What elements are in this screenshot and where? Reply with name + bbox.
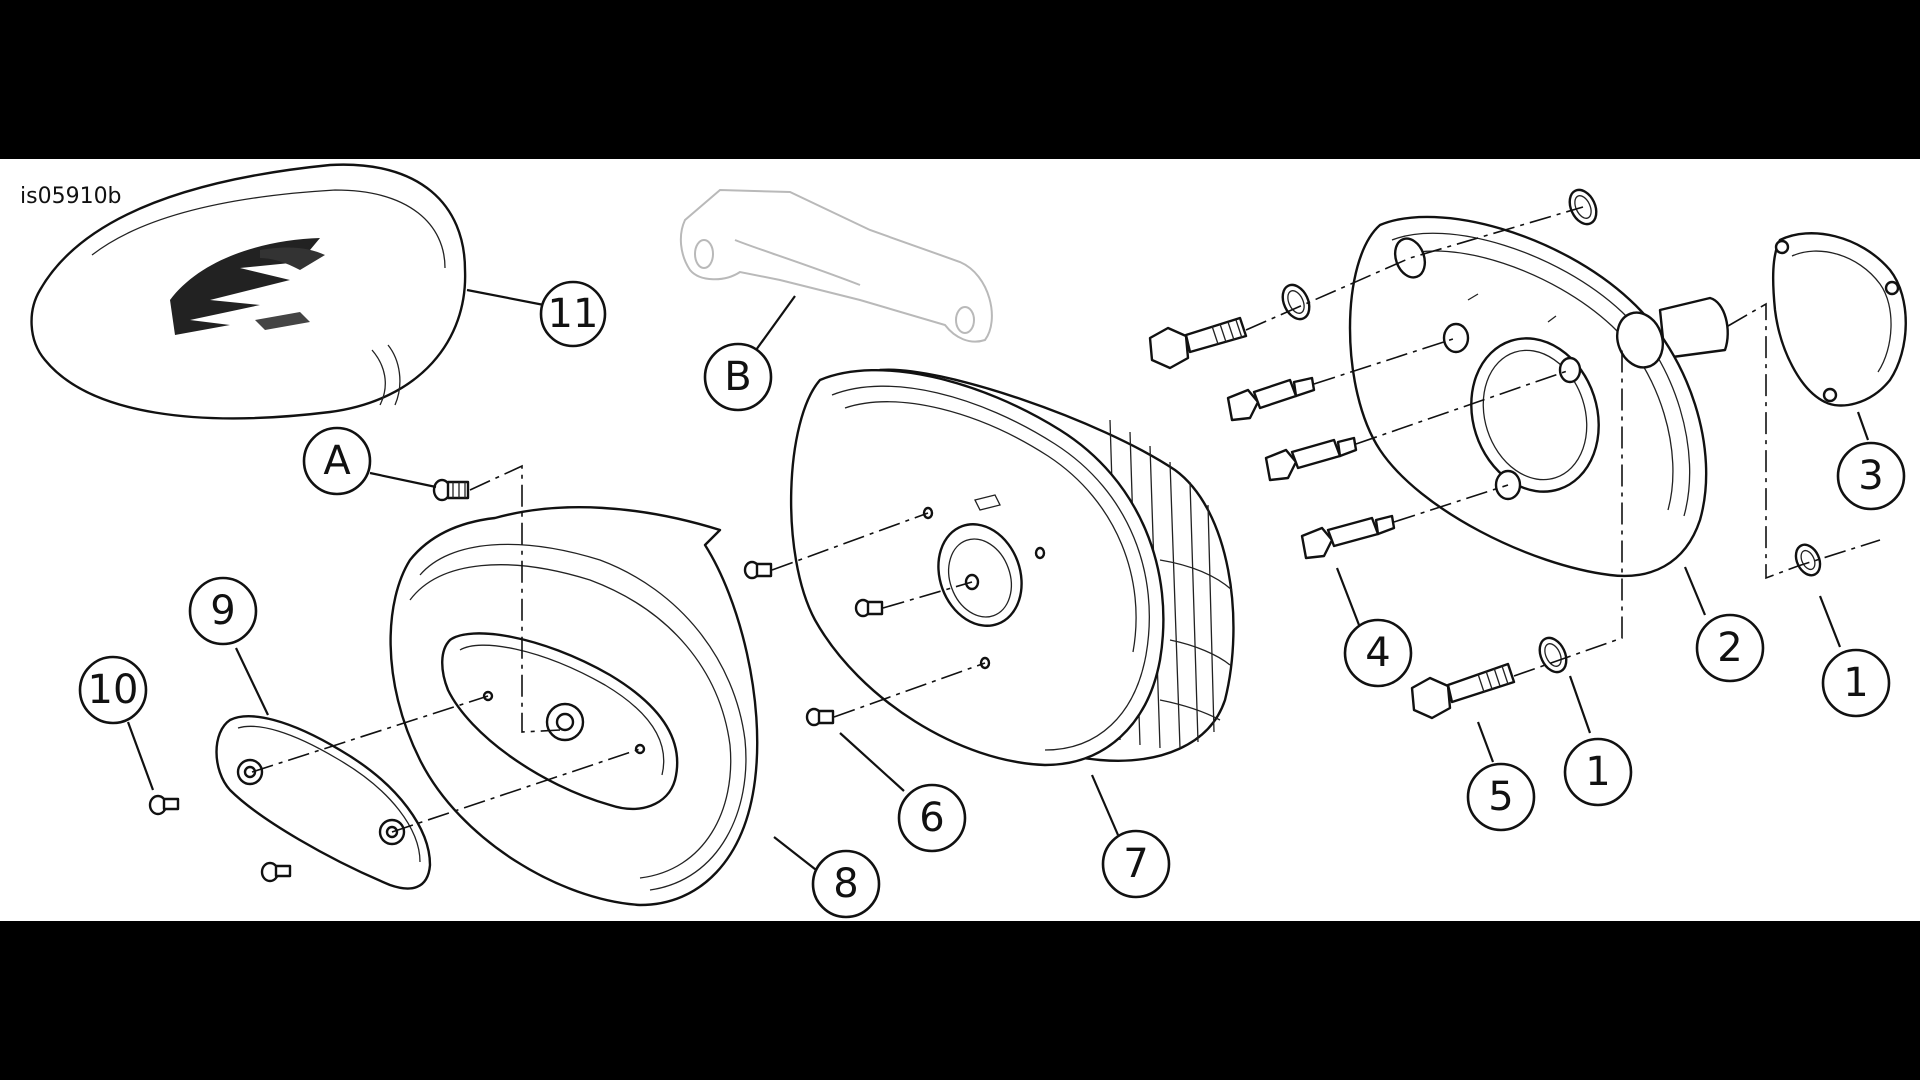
svg-text:B: B (724, 354, 751, 400)
callout-9: 9 (188, 576, 258, 646)
svg-text:1: 1 (1843, 660, 1868, 706)
part-screw-filter-upper (743, 560, 773, 580)
svg-text:4: 4 (1365, 630, 1390, 676)
leader-lines (126, 288, 1870, 874)
svg-text:8: 8 (833, 861, 858, 907)
callout-4: 4 (1343, 618, 1413, 688)
callout-B: B (703, 342, 773, 412)
callout-8: 8 (811, 849, 881, 919)
part-inner-cover (389, 506, 759, 907)
part-outer-cover (30, 163, 467, 420)
part-breather-stud-top (1226, 376, 1316, 422)
callout-3: 3 (1836, 441, 1906, 511)
svg-text:2: 2 (1717, 625, 1742, 671)
svg-text:11: 11 (548, 291, 599, 337)
svg-text:3: 3 (1858, 453, 1883, 499)
callout-2: 2 (1695, 613, 1765, 683)
callout-1-lower: 1 (1563, 737, 1633, 807)
part-screw-10 (148, 794, 180, 816)
part-breather-stud-middle (1264, 436, 1358, 482)
svg-text:10: 10 (88, 667, 139, 713)
part-bracket-ghost (679, 188, 993, 343)
part-back-plate (215, 715, 432, 890)
assembly-lines (251, 206, 1881, 833)
part-bolt-upper (1148, 316, 1248, 370)
part-screw-6 (805, 707, 835, 727)
part-screw-A (432, 478, 470, 502)
part-washer-lower-bolt (1538, 636, 1568, 674)
svg-text:1: 1 (1585, 749, 1610, 795)
cover-emblem (170, 238, 320, 335)
callout-7: 7 (1101, 829, 1171, 899)
svg-text:7: 7 (1123, 841, 1148, 887)
callout-11: 11 (539, 280, 607, 348)
part-oring-right (1794, 543, 1822, 577)
callout-A: A (302, 426, 372, 496)
part-backplate-housing (1348, 215, 1729, 578)
svg-text:9: 9 (210, 588, 235, 634)
svg-text:5: 5 (1488, 774, 1513, 820)
figure-id-label: is05910b (20, 184, 122, 209)
svg-text:6: 6 (919, 795, 944, 841)
svg-text:A: A (323, 438, 351, 484)
part-gasket (1771, 232, 1907, 407)
part-filter-element (789, 368, 1235, 767)
callout-1-right: 1 (1821, 648, 1891, 718)
callout-10: 10 (78, 655, 148, 725)
part-screw-plate-lower (260, 861, 292, 883)
callout-6: 6 (897, 783, 967, 853)
callout-5: 5 (1466, 762, 1536, 832)
part-screw-filter-middle (854, 598, 884, 618)
part-bolt-5 (1410, 662, 1516, 720)
part-breather-stud-4 (1300, 514, 1396, 560)
